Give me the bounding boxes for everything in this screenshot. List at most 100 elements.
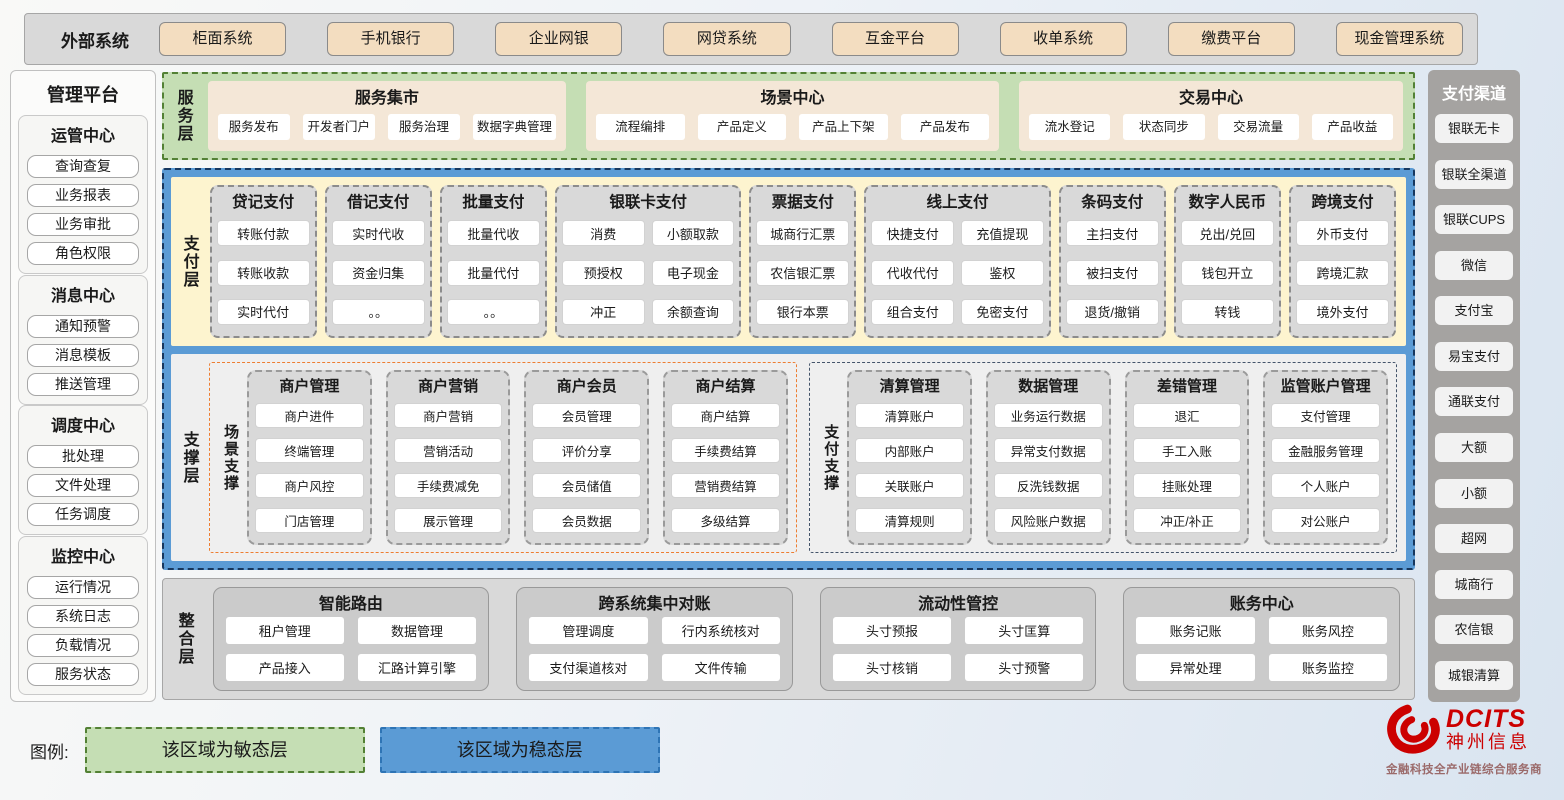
- service-item-button[interactable]: 流水登记: [1029, 113, 1111, 140]
- management-item-button[interactable]: 运行情况: [27, 575, 139, 599]
- external-system-button[interactable]: 柜面系统: [159, 22, 287, 56]
- payment-item-button[interactable]: 免密支付: [961, 298, 1044, 325]
- payment-item-button[interactable]: 被扫支付: [1065, 259, 1159, 286]
- integration-item-button[interactable]: 头寸匡算: [965, 616, 1084, 644]
- payment-item-button[interactable]: 批量代收: [446, 220, 540, 247]
- support-item-button[interactable]: 支付管理: [1271, 403, 1380, 428]
- support-item-button[interactable]: 门店管理: [255, 508, 364, 533]
- integration-item-button[interactable]: 账务风控: [1268, 616, 1388, 644]
- management-item-button[interactable]: 系统日志: [27, 604, 139, 628]
- payment-item-button[interactable]: 代收代付: [871, 259, 955, 286]
- support-item-button[interactable]: 终端管理: [255, 438, 364, 463]
- management-item-button[interactable]: 业务审批: [27, 213, 139, 236]
- support-item-button[interactable]: 会员管理: [532, 403, 642, 428]
- external-system-button[interactable]: 现金管理系统: [1335, 22, 1463, 56]
- service-item-button[interactable]: 流程编排: [596, 113, 685, 140]
- management-item-button[interactable]: 批处理: [27, 445, 139, 469]
- support-item-button[interactable]: 会员数据: [532, 508, 642, 533]
- integration-item-button[interactable]: 数据管理: [357, 616, 477, 644]
- service-item-button[interactable]: 产品发布: [900, 113, 990, 140]
- support-item-button[interactable]: 会员储值: [532, 473, 642, 498]
- payment-item-button[interactable]: 冲正: [561, 298, 645, 325]
- payment-item-button[interactable]: 批量代付: [446, 259, 540, 286]
- payment-channel-button[interactable]: 银联CUPS: [1435, 205, 1513, 235]
- payment-item-button[interactable]: 钱包开立: [1180, 259, 1274, 286]
- support-item-button[interactable]: 风险账户数据: [993, 508, 1103, 533]
- integration-item-button[interactable]: 管理调度: [529, 616, 648, 644]
- support-item-button[interactable]: 冲正/补正: [1132, 508, 1242, 533]
- support-item-button[interactable]: 评价分享: [532, 438, 642, 463]
- integration-item-button[interactable]: 文件传输: [661, 654, 780, 682]
- payment-item-button[interactable]: 组合支付: [871, 298, 955, 325]
- integration-item-button[interactable]: 租户管理: [225, 616, 344, 644]
- external-system-button[interactable]: 收单系统: [999, 22, 1127, 56]
- support-item-button[interactable]: 挂账处理: [1132, 473, 1242, 498]
- integration-item-button[interactable]: 行内系统核对: [661, 616, 780, 644]
- external-system-button[interactable]: 互金平台: [831, 22, 959, 56]
- service-item-button[interactable]: 产品上下架: [799, 113, 888, 140]
- support-item-button[interactable]: 手续费结算: [671, 438, 780, 463]
- payment-channel-button[interactable]: 超网: [1435, 524, 1513, 554]
- payment-item-button[interactable]: 兑出/兑回: [1180, 220, 1274, 247]
- payment-channel-button[interactable]: 城银清算: [1435, 660, 1513, 690]
- payment-item-button[interactable]: 资金归集: [331, 259, 425, 286]
- external-system-button[interactable]: 缴费平台: [1167, 22, 1295, 56]
- payment-channel-button[interactable]: 农信银: [1435, 615, 1513, 645]
- payment-item-button[interactable]: 。。: [331, 298, 425, 325]
- service-item-button[interactable]: 数据字典管理: [473, 113, 557, 140]
- support-item-button[interactable]: 关联账户: [855, 473, 964, 498]
- service-item-button[interactable]: 服务治理: [387, 113, 461, 140]
- service-item-button[interactable]: 服务发布: [217, 113, 290, 140]
- payment-item-button[interactable]: 预授权: [561, 259, 645, 286]
- support-item-button[interactable]: 异常支付数据: [993, 438, 1103, 463]
- integration-item-button[interactable]: 产品接入: [225, 654, 344, 682]
- support-item-button[interactable]: 展示管理: [393, 508, 503, 533]
- support-item-button[interactable]: 业务运行数据: [993, 403, 1103, 428]
- integration-item-button[interactable]: 账务监控: [1268, 654, 1388, 682]
- payment-item-button[interactable]: 退货/撤销: [1065, 298, 1159, 325]
- management-item-button[interactable]: 消息模板: [27, 343, 139, 367]
- payment-channel-button[interactable]: 银联全渠道: [1435, 159, 1513, 189]
- payment-item-button[interactable]: 境外支付: [1295, 298, 1390, 325]
- support-item-button[interactable]: 商户风控: [255, 473, 364, 498]
- payment-channel-button[interactable]: 小额: [1435, 478, 1513, 508]
- support-item-button[interactable]: 清算账户: [855, 403, 964, 428]
- payment-item-button[interactable]: 转账付款: [216, 220, 310, 247]
- payment-channel-button[interactable]: 银联无卡: [1435, 114, 1513, 143]
- payment-item-button[interactable]: 消费: [561, 220, 645, 247]
- payment-item-button[interactable]: 银行本票: [756, 298, 850, 325]
- payment-channel-button[interactable]: 大额: [1435, 433, 1513, 463]
- payment-item-button[interactable]: 鉴权: [961, 259, 1044, 286]
- support-item-button[interactable]: 退汇: [1132, 403, 1242, 428]
- payment-channel-button[interactable]: 微信: [1435, 250, 1513, 280]
- support-item-button[interactable]: 对公账户: [1271, 508, 1380, 533]
- management-item-button[interactable]: 文件处理: [27, 474, 139, 498]
- management-item-button[interactable]: 业务报表: [27, 184, 139, 207]
- integration-item-button[interactable]: 支付渠道核对: [529, 654, 648, 682]
- support-item-button[interactable]: 商户进件: [255, 403, 364, 428]
- service-item-button[interactable]: 状态同步: [1123, 113, 1205, 140]
- payment-item-button[interactable]: 。。: [446, 298, 540, 325]
- support-item-button[interactable]: 个人账户: [1271, 473, 1380, 498]
- support-item-button[interactable]: 清算规则: [855, 508, 964, 533]
- integration-item-button[interactable]: 汇路计算引擎: [357, 654, 477, 682]
- external-system-button[interactable]: 手机银行: [327, 22, 455, 56]
- support-item-button[interactable]: 营销活动: [393, 438, 503, 463]
- payment-item-button[interactable]: 快捷支付: [871, 220, 955, 247]
- payment-item-button[interactable]: 主扫支付: [1065, 220, 1159, 247]
- support-item-button[interactable]: 商户营销: [393, 403, 503, 428]
- integration-item-button[interactable]: 账务记账: [1136, 616, 1255, 644]
- integration-item-button[interactable]: 头寸核销: [832, 654, 952, 682]
- external-system-button[interactable]: 网贷系统: [663, 22, 791, 56]
- payment-item-button[interactable]: 小额取款: [651, 220, 735, 247]
- support-item-button[interactable]: 金融服务管理: [1271, 438, 1380, 463]
- service-item-button[interactable]: 产品收益: [1311, 113, 1394, 140]
- support-item-button[interactable]: 商户结算: [671, 403, 780, 428]
- payment-item-button[interactable]: 转钱: [1180, 298, 1274, 325]
- service-item-button[interactable]: 产品定义: [697, 113, 787, 140]
- payment-item-button[interactable]: 充值提现: [961, 220, 1044, 247]
- payment-item-button[interactable]: 外币支付: [1295, 220, 1390, 247]
- payment-item-button[interactable]: 电子现金: [651, 259, 735, 286]
- payment-channel-button[interactable]: 城商行: [1435, 569, 1513, 599]
- service-item-button[interactable]: 交易流量: [1217, 113, 1299, 140]
